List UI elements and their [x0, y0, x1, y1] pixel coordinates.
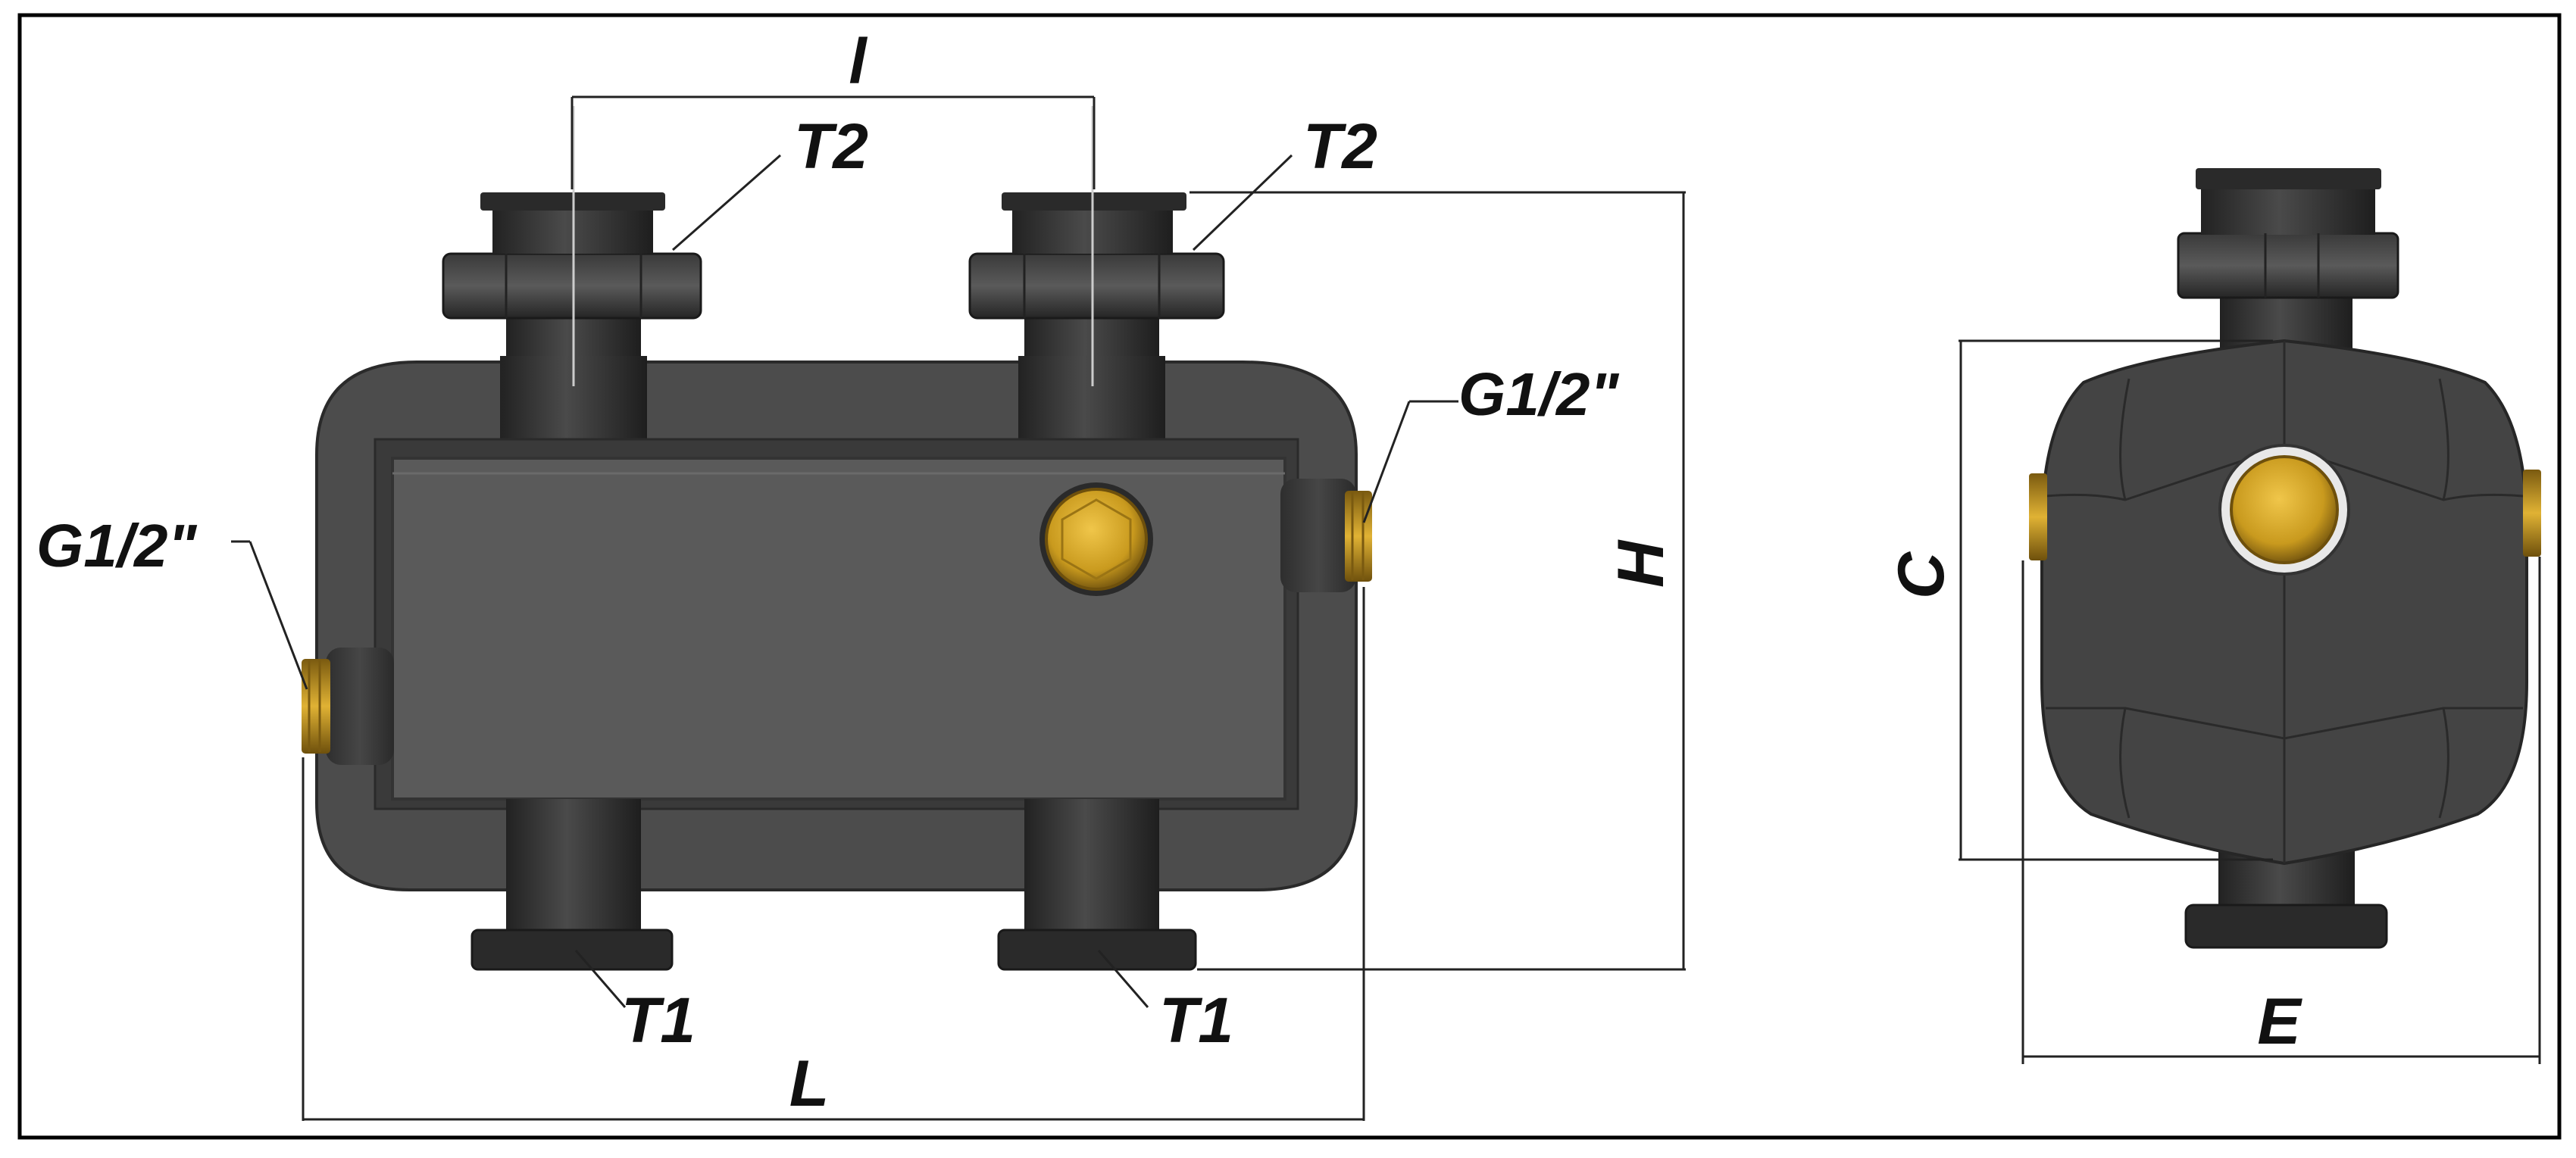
side-view [2029, 168, 2541, 949]
dimension-lines-front [231, 95, 1686, 1121]
label-dim-l: l [849, 26, 868, 97]
brass-plug-front [1039, 482, 1153, 596]
bottom-pipe-left [470, 799, 674, 971]
label-thread-right: G1/2" [1458, 361, 1619, 428]
label-t1-left: T1 [621, 985, 696, 1056]
label-dim-E: E [2257, 985, 2302, 1058]
separator-body [391, 457, 1286, 801]
label-t2-left: T2 [794, 111, 868, 182]
side-fitting-right [1280, 479, 1372, 592]
drawing-frame [17, 13, 2562, 1140]
label-dim-H: H [1605, 539, 1677, 588]
side-fitting-left [302, 648, 394, 765]
dimension-lines-side [1959, 339, 2541, 1064]
label-dim-C: C [1885, 551, 1958, 599]
bottom-pipe-right [997, 799, 1197, 971]
front-view [302, 106, 1372, 971]
label-thread-left: G1/2" [36, 512, 197, 579]
label-t2-right: T2 [1303, 111, 1377, 182]
label-t1-right: T1 [1159, 985, 1233, 1056]
label-dim-L: L [789, 1047, 830, 1120]
